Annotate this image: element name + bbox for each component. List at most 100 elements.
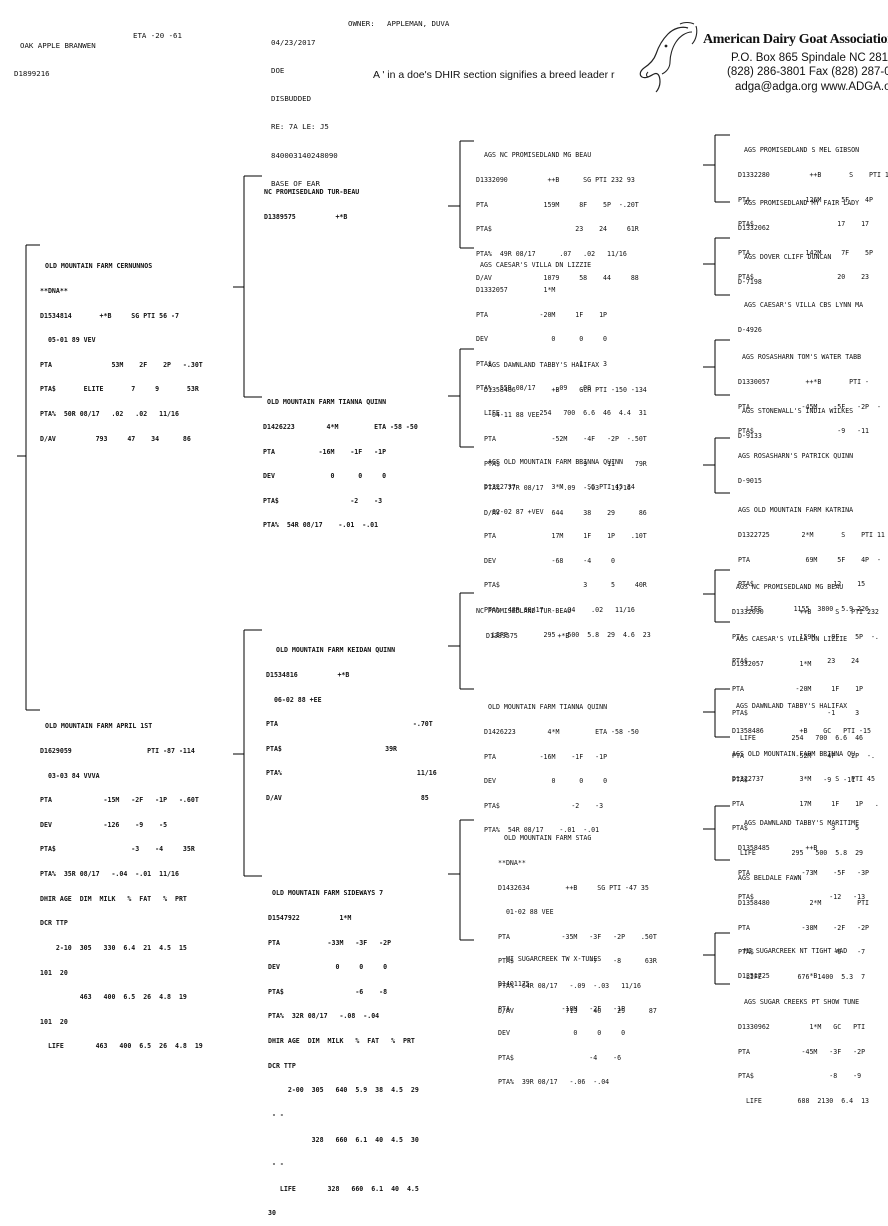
ds-line: OLD MOUNTAIN FARM KEIDAN QUINN	[276, 646, 396, 655]
g4-line: PTA$ -9 -11	[738, 427, 870, 436]
dsd-line: PTA$ -2 -3	[484, 801, 604, 810]
g4-line: PTA$ 23 24	[732, 657, 860, 666]
g4-line: AGS CAESAR'S VILLA CBS LYNN MA	[744, 301, 864, 310]
association-address: P.O. Box 865 Spindale NC 281	[731, 52, 888, 64]
g4-line: D1322725 2*M S PTI 11	[738, 531, 885, 540]
dam-line: PTA$ -3 -4 35R	[40, 845, 195, 854]
dd-line: PTA$ -6 -8	[268, 987, 388, 996]
sds-line: D1358486 +B GCH PTI -150 -134	[484, 386, 647, 395]
animal-eta: ETA -20 -61	[133, 31, 182, 40]
dam-line: PTA% 35R 08/17 -.04 -.01 11/16	[40, 870, 179, 879]
dam-line: DEV -126 -9 -5	[40, 820, 168, 829]
sss-line: PTA 159M 8F 5P -.20T	[476, 200, 639, 209]
g4-line: D-9015	[738, 477, 762, 486]
dss-line: D1389575 +*B	[486, 632, 570, 641]
g4-line: AGS OLD MOUNTAIN FARM KATRINA	[738, 506, 854, 515]
sd-line: OLD MOUNTAIN FARM TIANNA QUINN	[267, 398, 387, 407]
g4-line: MI SUGARCREEK NT TIGHT WAD	[744, 947, 848, 956]
ddd-record: MI SUGARCREEK TW X-TUNES D1401175 PTA -1…	[498, 939, 625, 1095]
chip-location: BASE OF EAR	[271, 178, 320, 188]
g4-line: AGS DAWNLAND TABBY'S HALIFAX	[736, 702, 848, 711]
g4-line: D1351725 *B	[738, 972, 818, 981]
dds-line: **DNA**	[498, 859, 526, 868]
sds-line: 04-11 88 VEE	[484, 410, 540, 419]
g4-line: D1330962 1*M GC PTI	[738, 1023, 866, 1032]
sire-line: PTA$ ELITE 7 9 53R	[40, 385, 199, 394]
sdd-line: AGS OLD MOUNTAIN FARM BRINNA QUINN	[488, 458, 623, 467]
g4-record-4: AGS CAESAR'S VILLA CBS LYNN MA D-4926	[738, 285, 863, 342]
ddd-line: MI SUGARCREEK TW X-TUNES	[506, 955, 602, 964]
g4-record-16: AGS SUGAR CREEKS PT SHOW TUNE D1330962 1…	[738, 982, 869, 1113]
g4-line: LIFE 254 700 6.6 46	[732, 733, 864, 742]
sdd-line: PTA% 48R 08/17 .04 .02 11/16	[484, 606, 635, 615]
ssd-line: AGS CAESAR'S VILLA DN LIZZIE	[480, 261, 592, 270]
dds-line: PTA% 64R 08/17 -.09 -.03 11/16	[498, 982, 641, 991]
g4-record-11: AGS DAWNLAND TABBY'S HALIFAX D1358486 +B…	[732, 686, 875, 793]
dsd-line: DEV 0 0 0	[484, 777, 608, 786]
ssd-line: LIFE 254 700 6.6 46 4.4 31	[476, 409, 647, 418]
sdd-record: AGS OLD MOUNTAIN FARM BRINNA QUINN D1322…	[484, 442, 651, 647]
g4-line: AGS PROMISEDLAND MY FAIR LADY	[744, 199, 860, 208]
g4-record-3: AGS DOVER CLIFF DUNCAN D-7198	[738, 237, 831, 294]
sire-line: PTA% 50R 08/17 .02 .02 11/16	[40, 410, 179, 419]
dds-line: PTA -35M -3F -2P .50T	[498, 932, 657, 941]
g4-line: D1332057 1*M	[732, 660, 812, 669]
dam-line: OLD MOUNTAIN FARM APRIL 1ST	[45, 722, 153, 731]
g4-line: D-7198	[738, 278, 762, 287]
tattoo: RE: 7A LE: J5	[271, 122, 329, 132]
animal-id: D1899216	[14, 69, 50, 79]
dds-line: 01-02 88 VEE	[498, 908, 554, 917]
microchip: 840003140248090	[271, 150, 338, 160]
dam-line: DCR TTP	[40, 919, 68, 928]
sss-record: AGS NC PROMISEDLAND MG BEAU D1332090 ++B…	[476, 135, 639, 291]
g4-line: PTA 159M 8F 5P -.	[732, 632, 879, 641]
registration-date: 04/23/2017	[271, 37, 316, 47]
g4-line: D1322737 3*M S PTI 45	[732, 775, 875, 784]
g4-line: PTA$ -1 3	[732, 709, 860, 718]
dd-line: DEV 0 0 0	[268, 963, 388, 972]
g4-record-10: AGS CAESAR'S VILLA DN LIZZIE D1332057 1*…	[732, 619, 863, 750]
dam-line: 2-10 305 330 6.4 21 4.5 15	[40, 943, 187, 952]
ss-line: NC PROMISEDLAND TUR-BEAU	[264, 188, 360, 197]
g4-line: PTA$ 3 5	[732, 824, 860, 833]
g4-line: PTA 142M 7F 5P	[738, 248, 873, 257]
sdd-line: D1322737 3*M SG PTI 45 34	[484, 483, 635, 492]
animal-header: OAK APPLE BRANWEN D1899216	[14, 22, 96, 88]
sd-line: PTA% 54R 08/17 -.01 -.01	[263, 521, 379, 530]
sdd-line: PTA$ 3 5 40R	[484, 581, 647, 590]
g4-record-13: AGS DAWNLAND TABBY'S MARITIME D1358485 +…	[738, 803, 869, 910]
g4-line: D-4926	[738, 326, 762, 335]
dam-sire-record: OLD MOUNTAIN FARM KEIDAN QUINN D1534816 …	[266, 630, 437, 810]
dss-line: NC PROMISEDLAND TUR-BEAU	[476, 607, 572, 616]
g4-line: AGS OLD MOUNTAIN FARM BRINNA QU	[732, 750, 856, 759]
dd-line: DCR TTP	[268, 1061, 296, 1070]
ds-line: 06-02 88 +EE	[266, 695, 322, 704]
sire-line: 05-01 89 VEV	[40, 336, 96, 345]
dsd-line: PTA% 54R 08/17 -.01 -.01	[484, 826, 600, 835]
g4-line: AGS STONEWALL'S INDIA WILKES	[742, 407, 854, 416]
sd-line: PTA$ -2 -3	[263, 496, 383, 505]
g4-line: D1332280 ++B S PTI 1	[738, 171, 888, 180]
g4-line: PTA -45M -5F -2P -	[738, 402, 881, 411]
animal-name: OAK APPLE BRANWEN	[20, 40, 96, 50]
sds-record: AGS DAWNLAND TABBY'S HALIFAX D1358486 +B…	[484, 345, 647, 525]
sire-sire-record: NC PROMISEDLAND TUR-BEAU D1389575 +*B	[264, 172, 359, 229]
ds-line: D1534816 +*B	[266, 671, 350, 680]
g4-line: D1330057 ++*B PTI -	[738, 378, 870, 387]
sss-line: AGS NC PROMISEDLAND MG BEAU	[484, 151, 592, 160]
dd-line: DHIR AGE DIM MILK % FAT % PRT	[268, 1037, 415, 1046]
g4-line: D1358486 +B GC PTI -15	[732, 727, 871, 736]
sire-line: PTA 53M 2F 2P -.30T	[40, 360, 203, 369]
association-name: American Dairy Goat Association	[703, 32, 888, 47]
ddd-line: PTA% 39R 08/17 -.06 -.04	[498, 1078, 610, 1087]
association-phone: (828) 286-3801 Fax (828) 287-0	[727, 66, 888, 78]
sdd-line: LIFE 295 500 5.8 29 4.6 23	[484, 630, 651, 639]
dam-line: D1629059 PTI -87 -114	[40, 747, 195, 756]
g4-line: AGS DOVER CLIFF DUNCAN	[744, 253, 832, 262]
sd-line: PTA -16M -1F -1P	[263, 447, 387, 456]
g4-record-15: MI SUGARCREEK NT TIGHT WAD D1351725 *B	[738, 931, 847, 988]
dds-line: OLD MOUNTAIN FARM STAG	[504, 834, 592, 843]
dsd-line: OLD MOUNTAIN FARM TIANNA QUINN	[488, 703, 608, 712]
pedigree-bracket-lines	[17, 134, 730, 985]
sds-line: AGS DAWNLAND TABBY'S HALIFAX	[488, 361, 600, 370]
